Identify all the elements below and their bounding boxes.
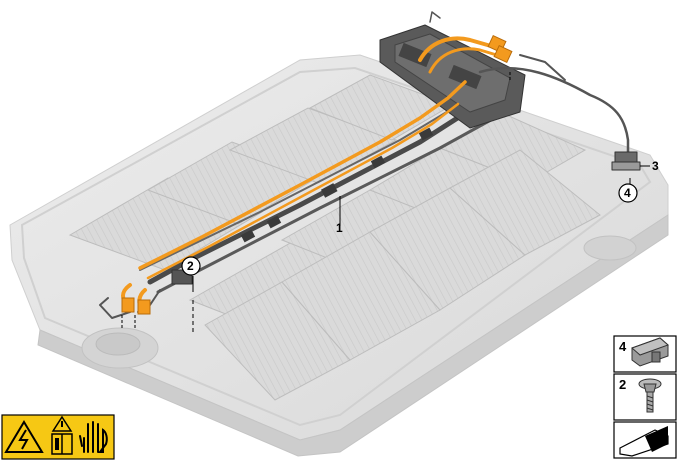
callout-1: 1 [336, 221, 343, 235]
callout-4: 4 [624, 186, 631, 200]
callout-2: 2 [187, 259, 194, 273]
wear-gloves-icon [79, 421, 108, 453]
callout-2-circle [181, 256, 201, 276]
diagram-corner-icon [619, 426, 669, 457]
legend-label-4: 4 [619, 339, 627, 354]
read-manual-icon [51, 415, 73, 455]
clip-part-icon [631, 337, 669, 367]
leader-lines [121, 72, 650, 335]
callout-3: 3 [652, 159, 659, 173]
parts-legend: 4 2 [613, 335, 677, 459]
warning-labels [1, 414, 115, 460]
hv-connectors [121, 34, 513, 315]
callout-4-circle [618, 183, 638, 203]
callouts: 1 2 3 4 [181, 159, 659, 276]
high-voltage-warning-icon [4, 420, 44, 453]
legend-label-2: 2 [619, 377, 626, 392]
screw-part-icon [638, 378, 662, 413]
battery-modules [68, 74, 601, 401]
